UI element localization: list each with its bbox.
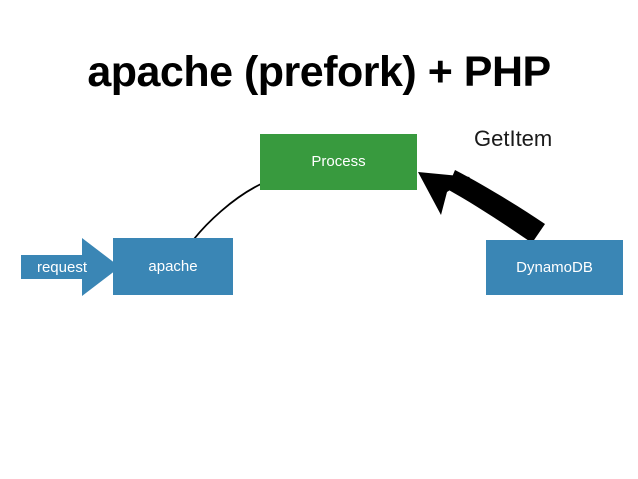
- node-apache-label: apache: [148, 258, 198, 275]
- node-process-label: Process: [311, 153, 366, 170]
- node-process[interactable]: Process: [260, 134, 417, 190]
- getitem-label: GetItem: [474, 126, 553, 151]
- arrow-right-icon: [21, 238, 120, 296]
- node-dynamodb[interactable]: DynamoDB: [486, 240, 623, 295]
- request-label: request: [36, 258, 88, 276]
- page-title: apache (prefork) + PHP: [87, 48, 551, 96]
- curve-connector-icon: [193, 183, 262, 240]
- curved-arrow-up-left-icon: [418, 170, 545, 243]
- node-apache[interactable]: apache: [113, 238, 233, 295]
- request-arrow[interactable]: [21, 238, 120, 296]
- node-dynamodb-label: DynamoDB: [516, 259, 593, 276]
